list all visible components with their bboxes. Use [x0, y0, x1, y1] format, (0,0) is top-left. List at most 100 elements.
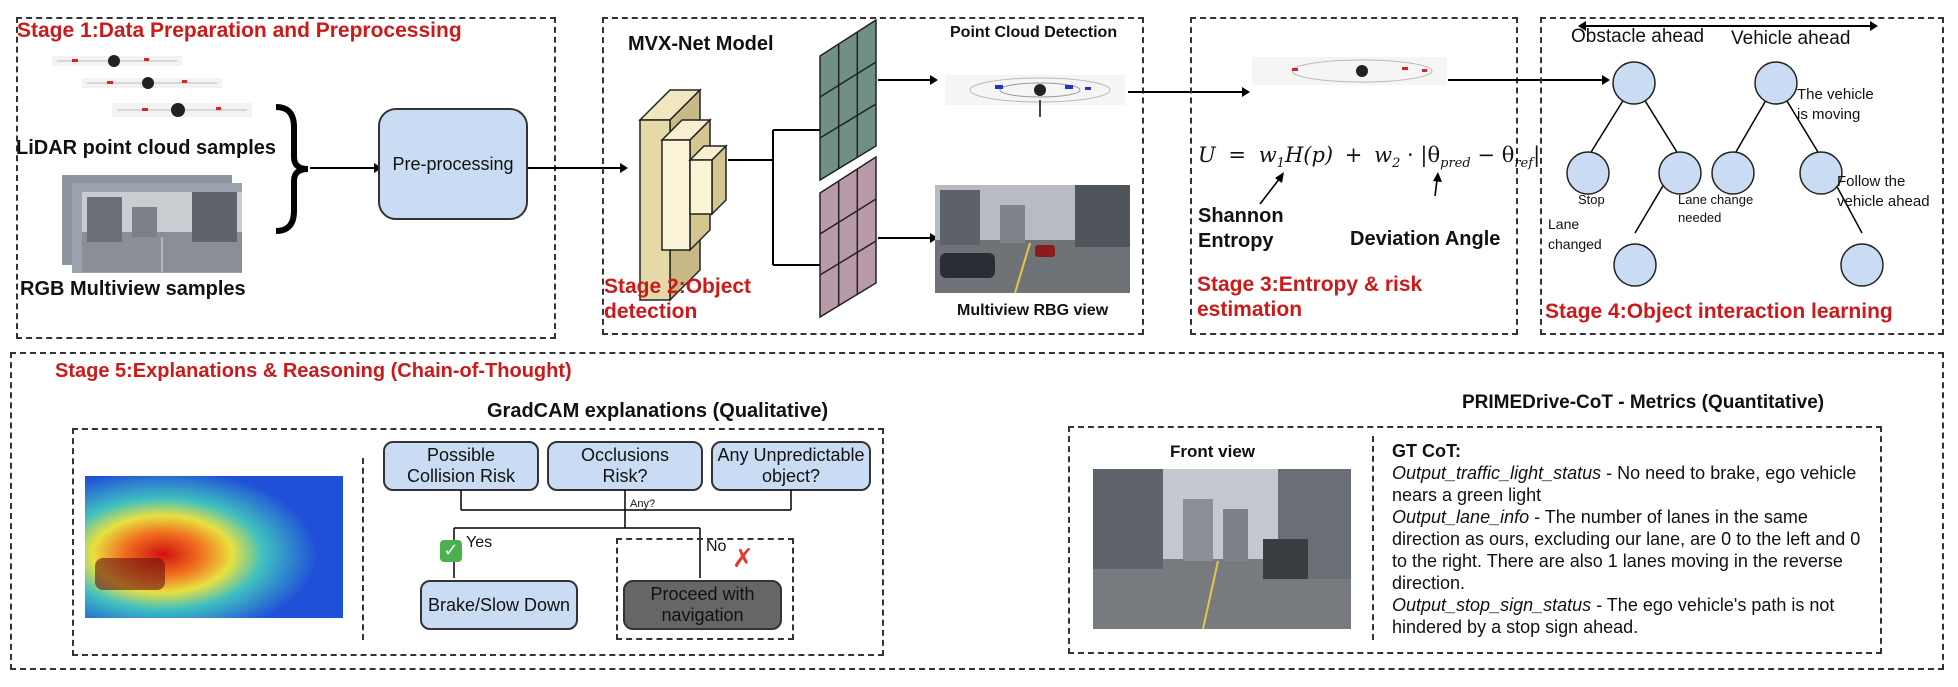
tree-node-vehicle-root — [1754, 61, 1798, 105]
obstacle-ahead-label: Obstacle ahead — [1571, 26, 1705, 47]
stage4-double-arrow — [1578, 21, 1878, 31]
gradcam-divider — [362, 458, 364, 640]
deviation-angle-label: Deviation Angle — [1350, 228, 1501, 250]
rgb-feature-grid — [819, 155, 877, 319]
vehicle-moving-line2: is moving — [1797, 106, 1861, 123]
stop-label: Stop — [1578, 192, 1605, 207]
stage3-title-line1: Stage 3:Entropy & risk — [1197, 273, 1423, 296]
rgb-samples-label: RGB Multiview samples — [20, 278, 246, 300]
gt-item-traffic-light: Output_traffic_light_status - No need to… — [1392, 462, 1872, 506]
formula-u: U — [1198, 143, 1216, 167]
brake-slow-down-box: Brake/Slow Down — [420, 580, 578, 630]
lidar-sample-image-1 — [52, 50, 182, 72]
gradcam-title: GradCAM explanations (Qualitative) — [487, 400, 829, 422]
unpredictable-object-box: Any Unpredictable object? — [711, 441, 871, 491]
gradcam-box — [72, 428, 884, 656]
vehicle-ahead-label: Vehicle ahead — [1731, 28, 1851, 49]
stage5-title: Stage 5:Explanations & Reasoning (Chain-… — [55, 360, 572, 382]
tree-node-follow — [1799, 151, 1843, 195]
gt-cot-title: GT CoT: — [1392, 441, 1461, 461]
formula-w2-sub: 2 — [1392, 156, 1401, 172]
occlusion-risk-box: Occlusions Risk? — [547, 441, 703, 491]
stage1-box — [16, 17, 556, 339]
shannon-arrow — [1259, 172, 1284, 205]
metrics-divider — [1372, 436, 1374, 640]
stage2-box — [602, 17, 1144, 335]
tree-node-follow-leaf — [1840, 243, 1884, 287]
lidar-sample-image-2 — [82, 72, 222, 94]
occlusion-risk-line1: Occlusions — [580, 445, 670, 465]
formula-ref-sub: ref — [1514, 156, 1534, 172]
front-view-label: Front view — [1170, 442, 1256, 461]
arrow-to-preprocessing — [310, 163, 382, 173]
gt-item-lane-info-key: Output_lane_info — [1392, 507, 1530, 527]
no-label: No — [706, 538, 727, 555]
tree-node-lane-changed — [1613, 243, 1657, 287]
occlusion-risk-line2: Risk? — [602, 466, 648, 486]
formula-w1: w — [1258, 143, 1277, 167]
gt-item-stop-sign-key: Output_stop_sign_status — [1392, 595, 1592, 615]
stage4-title: Stage 4:Object interaction learning — [1545, 300, 1893, 323]
gt-item-traffic-light-value: - No need to brake, ego vehicle nears a … — [1392, 463, 1857, 505]
gt-cot-text: GT CoT: Output_traffic_light_status - No… — [1392, 440, 1872, 638]
formula-eq: = — [1228, 143, 1246, 167]
formula-bar: | — [1533, 143, 1541, 167]
tree-node-right-left-child — [1711, 151, 1755, 195]
any-label: Any? — [630, 498, 656, 510]
proceed-navigation-box: Proceed with navigation — [623, 580, 782, 630]
entropy-formula: U = w1H(p) + w2 · |θpred − θref| — [1198, 143, 1540, 171]
formula-dot: · — [1407, 143, 1414, 167]
proceed-dashed-box — [616, 538, 794, 640]
tree-node-stop — [1566, 151, 1610, 195]
arrow-to-point-cloud — [878, 75, 938, 85]
vehicle-moving-line1: The vehicle — [1797, 86, 1874, 103]
shannon-entropy-line2: Entropy — [1198, 230, 1274, 252]
stage5-box — [10, 352, 1944, 670]
lidar-samples-label: LiDAR point cloud samples — [16, 137, 277, 159]
gradcam-heatmap-image — [85, 476, 343, 618]
stage3-box — [1190, 17, 1518, 335]
formula-plus: + — [1344, 143, 1363, 167]
gt-item-lane-info-value: - The number of lanes in the same direct… — [1392, 507, 1861, 593]
unpredictable-object-line1: Any Unpredictable — [717, 445, 865, 465]
follow-line2: vehicle ahead — [1837, 193, 1930, 210]
formula-theta-ref: θ — [1501, 143, 1515, 167]
proceed-line2: navigation — [661, 605, 744, 625]
tree-node-lane-change — [1658, 151, 1702, 195]
lane-changed-line1: Lane — [1548, 216, 1580, 232]
arrow-to-stage3 — [1128, 87, 1250, 97]
preprocessing-box: Pre-processing — [378, 108, 528, 220]
lane-change-line1: Lane change — [1678, 192, 1754, 207]
gt-item-stop-sign: Output_stop_sign_status - The ego vehicl… — [1392, 594, 1872, 638]
proceed-line1: Proceed with — [650, 584, 755, 604]
point-cloud-detection-label: Point Cloud Detection — [950, 24, 1118, 41]
point-cloud-detection-image — [945, 55, 1125, 125]
stage2-title-line2: detection — [604, 300, 698, 323]
multiview-rgb-label: Multiview RBG view — [957, 302, 1109, 319]
gt-item-lane-info: Output_lane_info - The number of lanes i… — [1392, 506, 1872, 594]
follow-line1: Follow the — [1837, 173, 1906, 190]
arrow-to-rgb-view — [878, 233, 938, 243]
metrics-box — [1068, 426, 1882, 654]
formula-theta-pred: |θ — [1420, 143, 1441, 167]
collision-risk-box: Possible Collision Risk — [383, 441, 539, 491]
arrow-to-stage2 — [528, 163, 628, 173]
stage2-branch-lines — [728, 129, 820, 266]
brace-icon — [275, 104, 309, 234]
front-view-image — [1093, 469, 1351, 629]
point-cloud-feature-grid — [819, 18, 877, 182]
formula-w1-sub: 1 — [1276, 156, 1285, 172]
lane-change-line2: needed — [1678, 210, 1722, 225]
gt-item-stop-sign-value: - The ego vehicle's path is not hindered… — [1392, 595, 1835, 637]
stage4-box — [1540, 17, 1944, 335]
stage3-title-line2: estimation — [1197, 298, 1303, 321]
tree-node-obstacle-root — [1612, 61, 1656, 105]
metrics-title: PRIMEDrive-CoT - Metrics (Quantitative) — [1462, 392, 1825, 413]
formula-h: H(p) — [1284, 143, 1334, 167]
stage1-title: Stage 1:Data Preparation and Preprocessi… — [17, 19, 462, 42]
decision-lines — [453, 490, 792, 578]
check-mark-icon: ✓ — [440, 540, 462, 562]
formula-minus: − — [1477, 143, 1495, 167]
yes-label: Yes — [466, 534, 493, 551]
lidar-sample-image-3 — [112, 96, 252, 124]
